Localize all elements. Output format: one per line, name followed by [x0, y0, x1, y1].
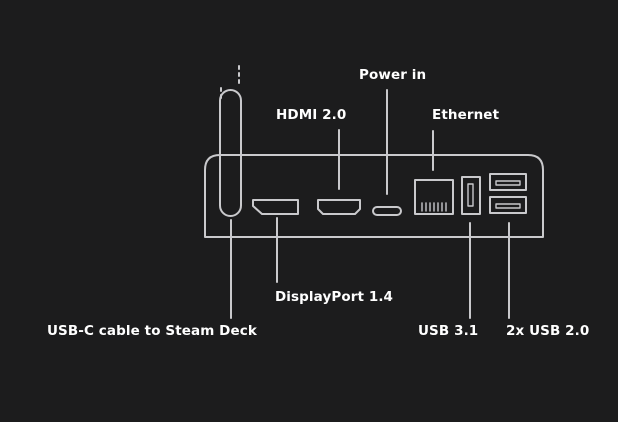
- displayport-port-shape: [252, 199, 299, 215]
- power-in-port: [372, 89, 402, 216]
- usb-20-ports: [489, 173, 527, 319]
- usb-20-port-top-tongue: [495, 180, 521, 186]
- usb-31-port: [461, 176, 481, 319]
- ethernet-port-shape: [414, 179, 454, 215]
- usb-20-port-bottom: [489, 196, 527, 214]
- hdmi-port: [317, 129, 361, 215]
- hdmi-label: HDMI 2.0: [276, 107, 347, 123]
- displayport-port: [252, 199, 299, 283]
- usb-20-port-top: [489, 173, 527, 191]
- usb-31-label: USB 3.1: [418, 323, 479, 339]
- usb-c-cable: [219, 65, 242, 319]
- usb-31-port-shape: [461, 176, 481, 215]
- usb-31-port-tongue: [467, 183, 474, 207]
- usb-20-port-bottom-tongue: [495, 203, 521, 209]
- dock-body-outline: [204, 154, 544, 238]
- usb-20-label: 2x USB 2.0: [506, 323, 590, 339]
- ethernet-label: Ethernet: [432, 107, 500, 123]
- hdmi-port-shape: [317, 199, 361, 215]
- displayport-label: DisplayPort 1.4: [275, 289, 394, 305]
- power-in-label: Power in: [359, 67, 427, 83]
- ethernet-port: [414, 130, 454, 215]
- usb-c-cable-label: USB-C cable to Steam Deck: [47, 323, 257, 339]
- cable-body: [219, 89, 242, 217]
- power-in-port-shape: [372, 206, 402, 216]
